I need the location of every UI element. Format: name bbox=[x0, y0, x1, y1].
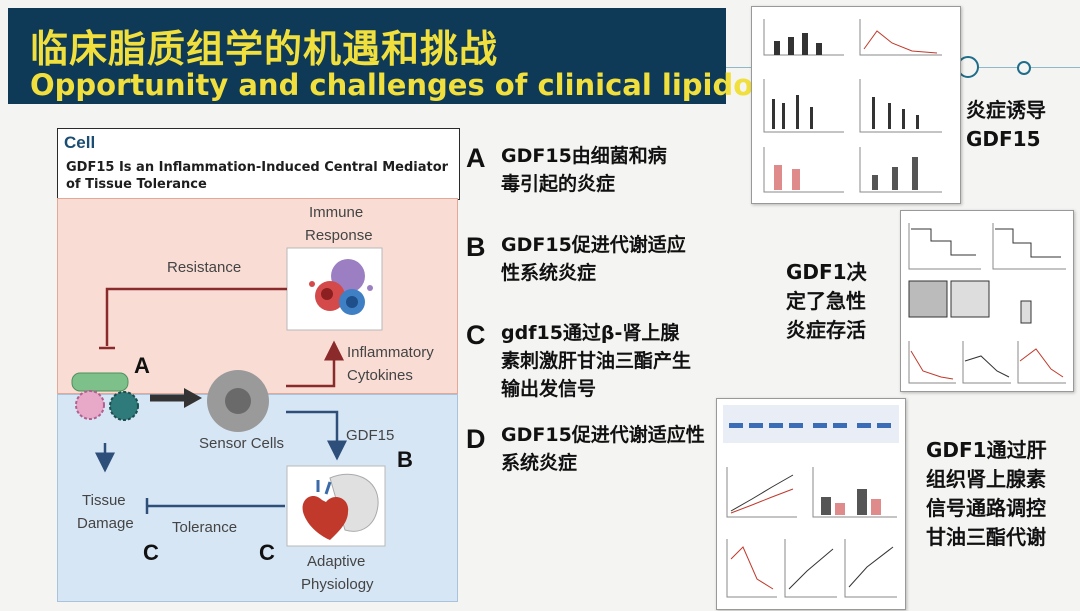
immune-response-label-1: Immune bbox=[309, 204, 364, 221]
inflammatory-label-2: Cytokines bbox=[347, 367, 413, 384]
thumbnail-figure-1 bbox=[751, 6, 961, 204]
point-a-letter: A bbox=[466, 143, 486, 173]
point-b-text: GDF15促进代谢适应性系统炎症 bbox=[501, 234, 686, 284]
point-c-letter: C bbox=[466, 320, 486, 350]
heart-brain-image bbox=[286, 465, 386, 547]
diagram-letter-c-right: C bbox=[259, 540, 275, 565]
point-c-text: gdf15通过β-肾上腺素刺激肝甘油三酯产生输出发信号 bbox=[501, 322, 692, 400]
inflammatory-label-1: Inflammatory bbox=[347, 344, 434, 361]
paper-title-line2: of Tissue Tolerance bbox=[66, 177, 207, 192]
tissue-damage-label-1: Tissue bbox=[82, 492, 126, 509]
paper-header: Cell GDF15 Is an Inflammation-Induced Ce… bbox=[57, 128, 460, 200]
sensor-cells-label: Sensor Cells bbox=[199, 435, 285, 452]
tolerance-label: Tolerance bbox=[172, 519, 238, 536]
point-d-text: GDF15促进代谢适应性系统炎症 bbox=[501, 424, 705, 474]
diagram-letter-b: B bbox=[397, 447, 413, 472]
thumbnail-figure-2 bbox=[900, 210, 1074, 392]
tolerance-panel bbox=[57, 394, 458, 602]
immune-response-label-2: Response bbox=[305, 227, 373, 244]
point-a-text: GDF15由细菌和病毒引起的炎症 bbox=[501, 145, 667, 195]
gdf15-arrow bbox=[286, 410, 347, 461]
cytokine-arrow bbox=[286, 340, 344, 388]
decorative-circle-small bbox=[1017, 61, 1031, 75]
signal-arrowhead bbox=[184, 388, 202, 408]
thumbnail-figure-3 bbox=[716, 398, 906, 610]
resistance-panel bbox=[57, 198, 458, 394]
adaptive-label-1: Adaptive bbox=[307, 553, 366, 570]
tissue-damage-label-2: Damage bbox=[77, 515, 134, 532]
title-banner: 临床脂质组学的机遇和挑战 Opportunity and challenges … bbox=[8, 8, 828, 104]
mechanism-diagram bbox=[71, 247, 386, 547]
resistance-label: Resistance bbox=[167, 259, 242, 276]
side-label-survival: GDF1决定了急性炎症存活 bbox=[786, 260, 867, 342]
title-english: Opportunity and challenges of clinical l… bbox=[30, 68, 828, 102]
diagram-letter-a: A bbox=[134, 353, 150, 378]
pathogens-icon bbox=[71, 372, 139, 421]
gdf15-label: GDF15 bbox=[346, 427, 395, 444]
point-d-letter: D bbox=[466, 424, 486, 454]
side-label-triglyceride: GDF1通过肝组织肾上腺素信号通路调控甘油三酯代谢 bbox=[926, 438, 1047, 549]
side-label-inflammation-induces: 炎症诱导GDF15 bbox=[966, 98, 1046, 151]
title-chinese: 临床脂质组学的机遇和挑战 bbox=[30, 27, 499, 71]
sensor-cell-icon bbox=[207, 370, 269, 432]
adaptive-label-2: Physiology bbox=[301, 576, 374, 593]
resistance-arrow bbox=[105, 287, 287, 346]
paper-title-line1: GDF15 Is an Inflammation-Induced Central… bbox=[66, 160, 449, 175]
diagram-letter-c-left: C bbox=[143, 540, 159, 565]
journal-logo: Cell bbox=[64, 133, 96, 152]
immune-cells-image bbox=[286, 247, 383, 331]
point-b-letter: B bbox=[466, 232, 486, 262]
